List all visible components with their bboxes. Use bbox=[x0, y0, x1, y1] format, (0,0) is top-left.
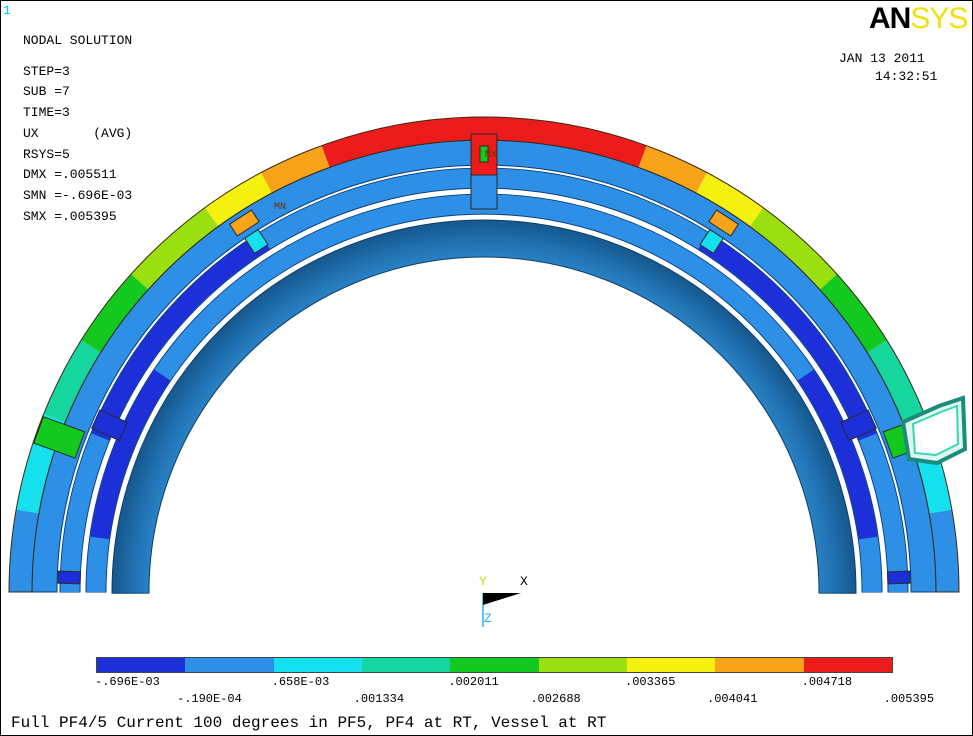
legend-label-upper: .004718 bbox=[801, 675, 853, 689]
pf5-ring-segment bbox=[9, 509, 39, 592]
pf5-ring-segment bbox=[929, 509, 959, 592]
legend-label-lower: -.190E-04 bbox=[177, 692, 242, 706]
rsys-label: RSYS=5 bbox=[23, 147, 70, 162]
pf5-ring-segment bbox=[638, 145, 707, 193]
pf5-ring-segment bbox=[81, 274, 149, 353]
pf5-ring-segment bbox=[204, 172, 272, 227]
right-upper-pad bbox=[699, 228, 724, 255]
sub-label: SUB =7 bbox=[23, 84, 70, 99]
pf4-ring-segment bbox=[797, 369, 878, 540]
legend-label-upper: .658E-03 bbox=[271, 675, 330, 689]
pf4-ring-segment bbox=[154, 254, 284, 381]
pf4-outer-segment bbox=[859, 433, 908, 592]
ansys-logo: ANSYS bbox=[869, 2, 968, 35]
min-marker: MN bbox=[274, 202, 287, 213]
right-side-pad bbox=[840, 409, 877, 442]
coordinate-triad bbox=[482, 593, 521, 627]
legend-color-cell bbox=[185, 658, 274, 672]
top-support-pad bbox=[479, 145, 489, 163]
result-item-label: UX (AVG) bbox=[23, 126, 133, 141]
pf4-ring-segment bbox=[684, 254, 814, 381]
left-upper-support bbox=[228, 209, 260, 237]
legend-label-upper: .002011 bbox=[448, 675, 499, 689]
smx-label: SMX =.005395 bbox=[23, 209, 117, 224]
time-of-day-label: 14:32:51 bbox=[875, 69, 938, 84]
pf5-ring-segment bbox=[696, 172, 764, 227]
pf5-ring-segment bbox=[749, 207, 837, 290]
legend-label-upper: -.696E-03 bbox=[95, 675, 160, 689]
top-support-lower bbox=[470, 174, 498, 210]
pf4-ring-segment bbox=[90, 369, 171, 540]
x-axis-label: X bbox=[520, 574, 528, 589]
left-side-pad bbox=[91, 409, 128, 442]
legend-label-lower: .004041 bbox=[707, 692, 758, 706]
logo-an: AN bbox=[869, 2, 911, 35]
pf4-ring-segment bbox=[858, 536, 882, 592]
legend-color-cell bbox=[273, 658, 362, 672]
pf4-outer-band bbox=[59, 167, 909, 593]
left-side-support bbox=[33, 416, 86, 459]
legend-color-cell bbox=[627, 658, 716, 672]
right-base-pad bbox=[887, 570, 911, 585]
side-bracket-inner bbox=[911, 404, 960, 457]
left-base-pad bbox=[57, 570, 81, 585]
legend-color-cell bbox=[450, 658, 539, 672]
pf5-ring-segment bbox=[43, 340, 101, 423]
vessel-shell bbox=[111, 219, 857, 594]
vacuum-vessel bbox=[111, 219, 857, 594]
pf5-ring-segment bbox=[321, 116, 647, 168]
pf4-ring-base bbox=[85, 193, 883, 593]
legend-color-cell bbox=[715, 658, 804, 672]
left-upper-pad bbox=[244, 228, 269, 255]
legend-label-lower: .002688 bbox=[530, 692, 581, 706]
plot-caption: Full PF4/5 Current 100 degrees in PF5, P… bbox=[11, 714, 607, 732]
pf4-ring-segment bbox=[273, 194, 695, 272]
pf5-ring-segment bbox=[131, 207, 219, 290]
pf4-outer-segment bbox=[60, 433, 109, 592]
max-marker: MX bbox=[485, 150, 498, 161]
right-upper-support bbox=[708, 209, 740, 237]
legend-bar-frame bbox=[96, 657, 893, 673]
date-label: JAN 13 2011 bbox=[839, 51, 925, 66]
legend-color-cell bbox=[362, 658, 451, 672]
pf4-outer-segment bbox=[259, 168, 709, 249]
dmx-label: DMX =.005511 bbox=[23, 167, 117, 182]
legend-color-cell bbox=[803, 658, 892, 672]
step-label: STEP=3 bbox=[23, 64, 70, 79]
pf5-ring-segment bbox=[261, 145, 330, 193]
smn-label: SMN =-.696E-03 bbox=[23, 188, 133, 203]
time-label: TIME=3 bbox=[23, 105, 70, 120]
pf5-ring-segment bbox=[819, 274, 887, 353]
legend-color-cell bbox=[538, 658, 627, 672]
y-axis-label: Y bbox=[479, 574, 487, 589]
z-axis-label: Z bbox=[484, 611, 492, 626]
solution-title: NODAL SOLUTION bbox=[23, 33, 133, 48]
pf5-ring-segment bbox=[867, 340, 925, 423]
legend-label-lower: .005395 bbox=[883, 692, 935, 706]
logo-sys: SYS bbox=[910, 2, 968, 35]
pf5-ring-outline bbox=[8, 116, 960, 593]
pf4-ring-segment bbox=[86, 536, 110, 592]
window-number: 1 bbox=[3, 3, 11, 18]
legend-label-upper: .003365 bbox=[625, 675, 676, 689]
legend-color-cell bbox=[97, 658, 186, 672]
legend-label-lower: .001334 bbox=[353, 692, 405, 706]
